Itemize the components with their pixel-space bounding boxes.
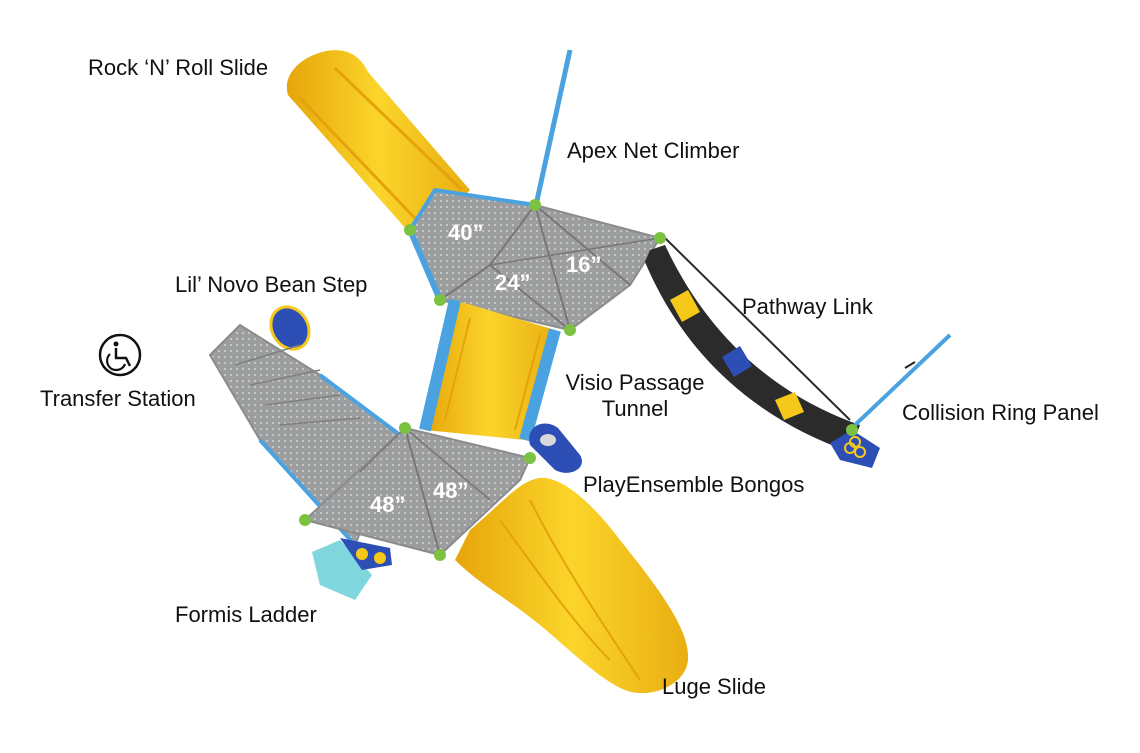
deck-height-48-left: 48” [370,492,405,517]
label-visio-passage-line2: Tunnel [601,396,669,421]
pathway-link-panel-2 [722,346,752,377]
pathway-link-panel-1 [670,290,700,322]
deck-height-16: 16” [566,252,601,277]
pathway-link-panel-3 [775,392,804,420]
lower-deck: 48” 48” [302,426,532,557]
label-rock-n-roll-slide: Rock ‘N’ Roll Slide [88,55,269,80]
collision-ring-panel [830,333,952,468]
label-pathway-link: Pathway Link [742,294,873,319]
label-visio-passage-line1: Visio Passage [565,370,705,395]
deck-height-48-right: 48” [433,478,468,503]
deck-posts [299,199,858,561]
deck-height-40: 40” [448,220,483,245]
label-playensemble-bongos: PlayEnsemble Bongos [583,472,805,497]
luge-slide [455,477,689,694]
label-collision-ring-panel: Collision Ring Panel [902,400,1099,425]
apex-net-climber [533,49,573,206]
label-lil-novo-bean-step: Lil’ Novo Bean Step [175,272,368,297]
upper-deck: 40” 24” 16” [407,187,662,332]
pathway-link [645,237,860,452]
label-visio-passage-tunnel: Visio Passage Tunnel [560,370,710,422]
rock-n-roll-slide [286,50,470,246]
formis-ladder [312,538,392,600]
playensemble-bongos [529,423,582,473]
label-formis-ladder: Formis Ladder [175,602,317,627]
deck-height-24: 24” [495,270,530,295]
label-apex-net-climber: Apex Net Climber [567,138,740,163]
visio-passage-tunnel [419,298,561,442]
label-transfer-station: Transfer Station [40,386,196,411]
label-luge-slide: Luge Slide [662,674,766,699]
lil-novo-bean-step [269,305,311,351]
wheelchair-accessibility-icon [98,333,142,377]
